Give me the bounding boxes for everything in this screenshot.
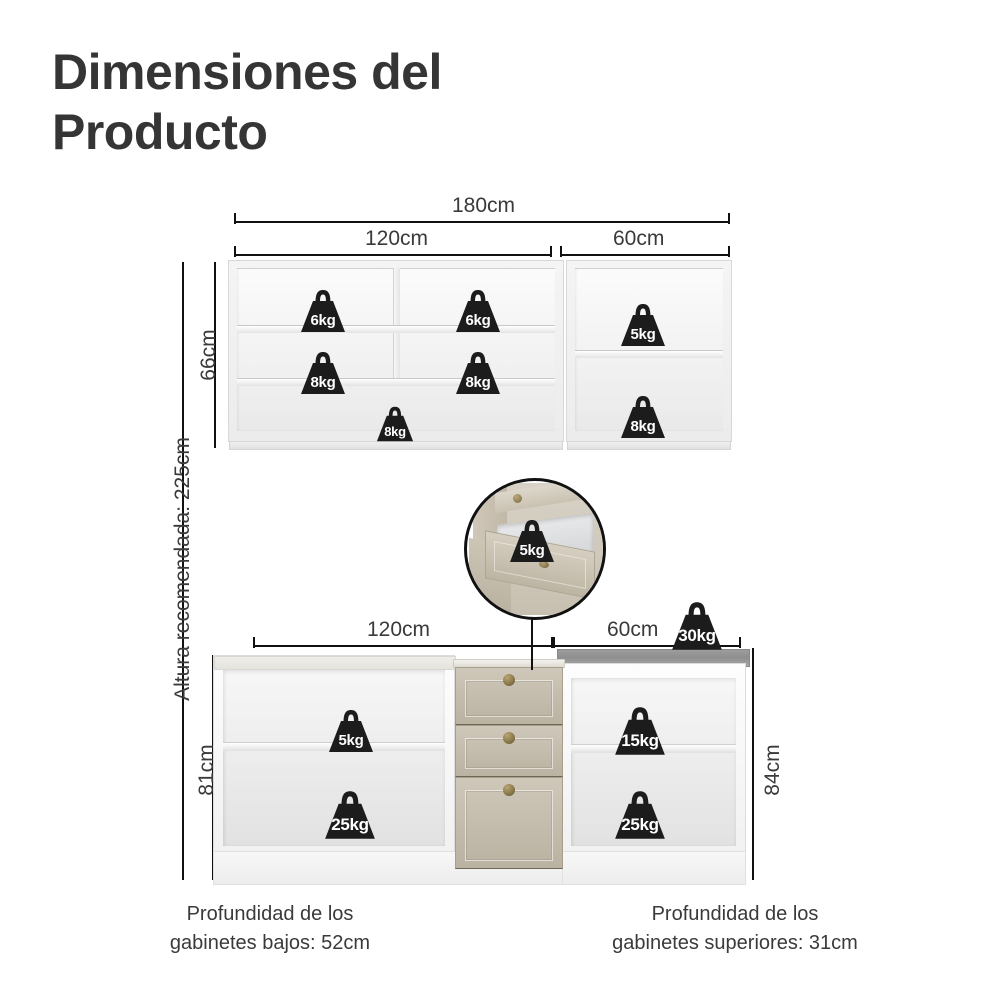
caption-upper-depth: Profundidad de los gabinetes superiores:… [612,903,858,954]
dimlabel-upper-height: 66cm [197,329,220,381]
dimline-lower-right-width [553,645,741,647]
callout-leader-line [531,612,533,670]
dimtick-total-left [234,213,236,224]
weight-badge-label: 5kg [338,732,364,749]
dimline-upper-height [214,262,216,448]
weight-badge-label: 8kg [465,374,491,391]
drawer-knob-icon[interactable] [503,784,515,796]
drawer-illustration [467,481,603,617]
dimline-upper-right-width [560,254,730,256]
lower-cabinet-group [213,645,750,885]
upper-left-base-edge [229,441,563,450]
weight-badge-upper-right-top: 5kg [615,302,671,348]
dimline-lower-height-right [752,648,754,880]
dimline-lower-left-width [253,645,553,647]
drawer-middle[interactable] [455,725,563,777]
dimtick-lower-left-a [253,637,255,648]
dimtick-total-right [728,213,730,224]
weight-badge-label: 5kg [630,326,656,343]
dimline-upper-left-width [234,254,552,256]
weight-badge-label: 25kg [331,815,369,834]
weight-badge-lower-left-lower: 25kg [318,789,382,841]
upper-left-shelf-1 [237,325,555,333]
callout-upper-knob-icon [513,494,522,503]
dimlabel-recommended-height: Altura recomendada: 225cm [171,437,194,701]
weight-badge-label: 6kg [310,312,336,329]
upper-left-shelf-2 [237,378,555,386]
dimlabel-upper-left-width: 120cm [365,227,429,250]
dimline-recommended-height [182,262,184,880]
weight-badge-upper-right-bottom: 8kg [615,394,671,440]
upper-left-interior [237,268,555,431]
weight-badge-upper-left-mid-left: 8kg [295,350,351,396]
drawer-knob-icon[interactable] [503,732,515,744]
weight-badge-lower-right-lower: 25kg [608,789,672,841]
weight-badge-label: 8kg [310,374,336,391]
weight-badge-upper-left-top-right: 6kg [450,288,506,334]
dimlabel-upper-right-width: 60cm [613,227,665,250]
drawer-bottom-door[interactable] [455,777,563,869]
dimtick-upper-right-b [728,246,730,257]
weight-badge-upper-left-top-left: 6kg [295,288,351,334]
weight-badge-label: 30kg [678,626,716,645]
dimtick-upper-left-a [234,246,236,257]
weight-badge-label: 15kg [621,731,659,750]
weight-badge-label: 8kg [630,418,656,435]
drawer-top[interactable] [455,667,563,725]
weight-badge-lower-left-upper: 5kg [323,708,379,754]
weight-badge-upper-left-mid-right: 8kg [450,350,506,396]
weight-badge-label: 6kg [465,312,491,329]
page-title: Dimensiones del Producto [52,44,442,160]
weight-badge-label: 5kg [519,542,545,559]
upper-cabinet-left [228,260,564,450]
weight-badge-lower-right-upper: 15kg [608,705,672,757]
dimlabel-lower-right-width: 60cm [607,618,659,641]
weight-badge-drawer: 5kg [504,518,560,564]
caption-lower-depth: Profundidad de los gabinetes bajos: 52cm [169,903,371,954]
weight-badge-label: 25kg [621,815,659,834]
upper-right-shelf-1 [575,350,723,358]
dimlabel-total-width: 180cm [452,194,516,217]
dimtick-upper-right-a [560,246,562,257]
dimtick-lower-right-a [553,637,555,648]
dimlabel-lower-left-width: 120cm [367,618,431,641]
lower-left-top-edge [214,656,456,670]
drawer-knob-icon[interactable] [503,674,515,686]
dimtick-upper-left-b [550,246,552,257]
drawer-unit [453,659,565,869]
weight-badge-label: 8kg [384,424,406,439]
dimlabel-lower-height-right: 84cm [761,744,784,796]
weight-badge-upper-left-bottom: 8kg [372,405,418,443]
dimtick-lower-left-b [551,637,553,648]
upper-left-vertical-divider [393,268,400,378]
dimtick-lower-right-b [739,637,741,648]
dimline-total-width [234,221,730,223]
weight-badge-countertop: 30kg [665,600,729,652]
upper-right-base-edge [567,441,731,450]
